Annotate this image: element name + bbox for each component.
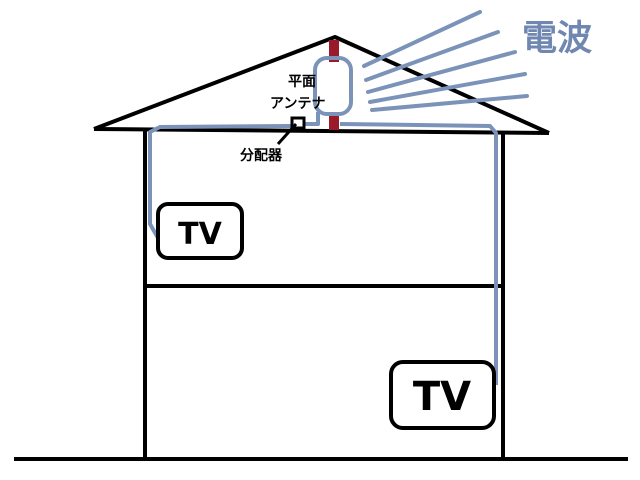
cable-to-lower-tv xyxy=(339,122,498,385)
antenna-label-line2: アンテナ xyxy=(270,96,325,112)
flat-antenna xyxy=(313,56,353,116)
wave-line xyxy=(366,50,517,94)
antenna-label-line1: 平面 xyxy=(288,74,316,90)
cable-to-upper-tv xyxy=(148,124,293,239)
wave-line xyxy=(370,94,529,112)
tv-upper xyxy=(156,202,244,260)
wave-line xyxy=(368,72,527,104)
splitter-label: 分配器 xyxy=(240,148,283,164)
tv-upper-label: TV xyxy=(178,217,222,252)
antenna-cable xyxy=(304,112,320,126)
splitter-pointer xyxy=(276,122,298,146)
wave-line xyxy=(364,30,500,82)
roof-eave-line xyxy=(93,127,550,135)
antenna-mast-top xyxy=(329,40,339,62)
splitter-box xyxy=(290,116,306,130)
wave-line xyxy=(362,10,482,68)
antenna-mast-bottom xyxy=(329,112,339,130)
roof-outline xyxy=(93,35,550,135)
tv-lower-label: TV xyxy=(413,374,471,420)
tv-lower xyxy=(389,360,496,430)
waves-label: 電波 xyxy=(522,19,592,59)
radio-waves xyxy=(362,10,529,112)
